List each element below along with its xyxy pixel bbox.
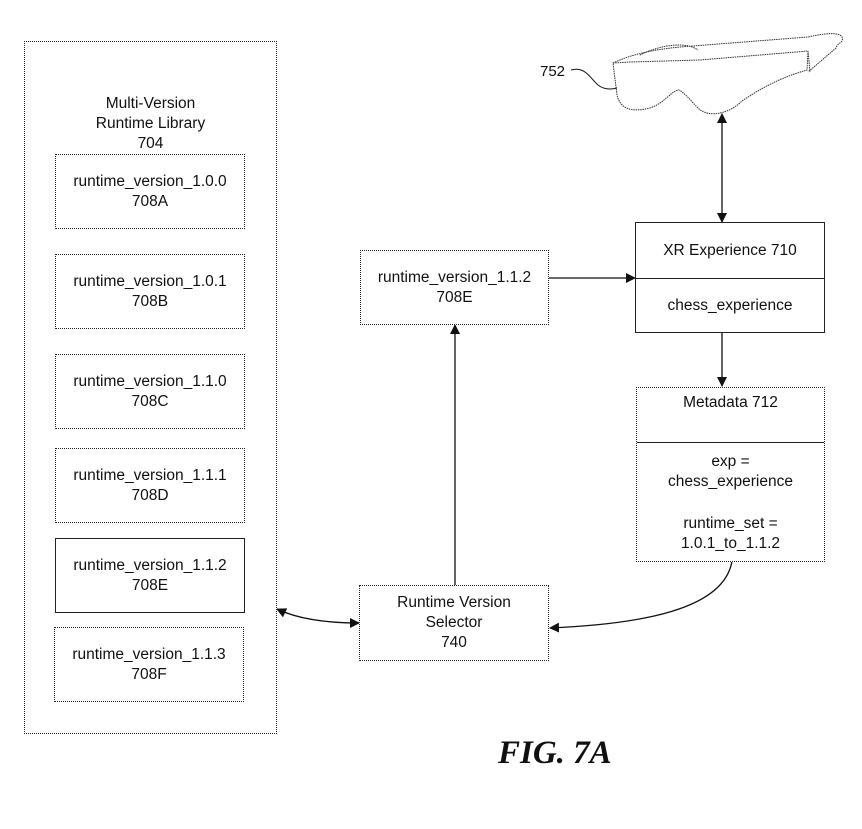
metadata-exp-value: chess_experience (668, 473, 793, 490)
runtime-version-box-708d[interactable]: runtime_version_1.1.1 708D (55, 448, 245, 523)
arrow-library-selector (276, 608, 360, 628)
headset-ref-label: 752 (540, 63, 566, 80)
selector-line2: Selector (425, 614, 483, 631)
runtime-version-name: runtime_version_1.0.1 (73, 272, 227, 290)
metadata-runtime-set-label: runtime_set = (683, 515, 778, 532)
selected-runtime-ref: 708E (436, 288, 473, 306)
runtime-version-name: runtime_version_1.1.3 (72, 645, 226, 663)
leader-752 (570, 68, 618, 90)
metadata-runtime-set-value: 1.0.1_to_1.1.2 (680, 535, 781, 552)
runtime-version-ref: 708C (131, 392, 169, 410)
xr-experience-value: chess_experience (667, 296, 793, 314)
xr-experience-title: XR Experience 710 (663, 241, 797, 259)
selected-runtime-name: runtime_version_1.1.2 (377, 268, 532, 286)
selector-line1: Runtime Version (397, 594, 511, 611)
library-ref: 704 (137, 135, 164, 152)
runtime-version-name: runtime_version_1.0.0 (73, 172, 227, 190)
runtime-version-box-708b[interactable]: runtime_version_1.0.1 708B (55, 254, 245, 329)
runtime-version-box-708e[interactable]: runtime_version_1.1.2 708E (55, 538, 245, 613)
metadata-runtime-set: runtime_set = 1.0.1_to_1.1.2 (637, 514, 824, 554)
metadata-title: Metadata 712 (683, 394, 778, 411)
xr-experience-divider (636, 278, 824, 279)
metadata-box[interactable]: Metadata 712 exp = chess_experience runt… (636, 387, 825, 562)
runtime-version-name: runtime_version_1.1.2 (73, 556, 227, 574)
runtime-version-box-708f[interactable]: runtime_version_1.1.3 708F (54, 627, 244, 702)
arrow-metadata-to-selector (549, 560, 733, 633)
runtime-version-box-708c[interactable]: runtime_version_1.1.0 708C (55, 354, 245, 429)
runtime-version-name: runtime_version_1.1.0 (73, 372, 227, 390)
metadata-exp: exp = chess_experience (637, 452, 824, 492)
runtime-version-name: runtime_version_1.1.1 (73, 466, 227, 484)
selected-runtime-box[interactable]: runtime_version_1.1.2 708E (360, 250, 549, 325)
library-title-line1: Multi-Version (105, 95, 196, 112)
runtime-version-ref: 708E (131, 576, 169, 594)
metadata-exp-label: exp = (711, 453, 750, 470)
runtime-version-selector-box[interactable]: Runtime Version Selector 740 (359, 585, 549, 661)
figure-label: FIG. 7A (498, 735, 612, 771)
runtime-version-box-708a[interactable]: runtime_version_1.0.0 708A (55, 154, 245, 229)
metadata-divider (637, 442, 824, 443)
xr-headset-icon (612, 33, 843, 115)
library-title: Multi-Version Runtime Library 704 (25, 94, 276, 154)
selector-ref: 740 (441, 634, 467, 651)
runtime-version-ref: 708B (131, 292, 169, 310)
xr-experience-box[interactable]: XR Experience 710 chess_experience (635, 222, 825, 333)
runtime-version-ref: 708D (131, 486, 169, 504)
runtime-version-ref: 708F (131, 665, 167, 683)
runtime-version-ref: 708A (131, 192, 169, 210)
library-title-line2: Runtime Library (95, 115, 206, 132)
